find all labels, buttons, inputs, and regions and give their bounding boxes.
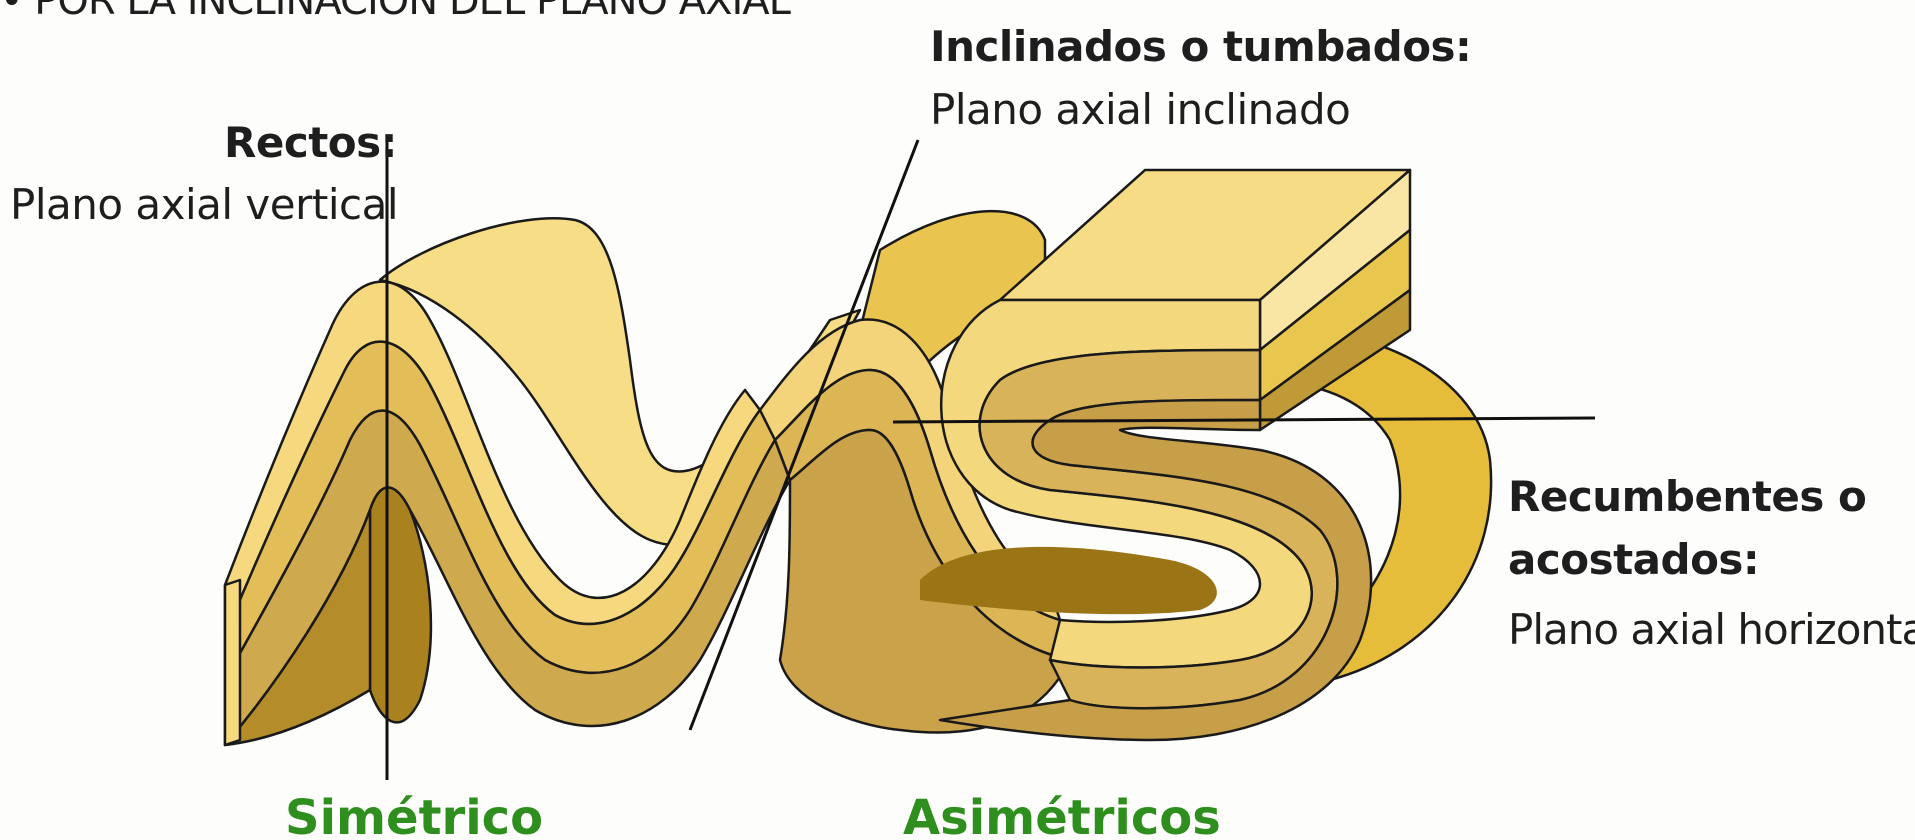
inclined-axial-plane-line — [688, 139, 920, 731]
rectos-label-title: Rectos: — [224, 118, 397, 167]
recumbentes-label-description: Plano axial horizontal — [1508, 605, 1915, 654]
rectos-label-description: Plano axial vertical — [10, 180, 399, 229]
symmetric-caption: Simétrico — [285, 790, 544, 840]
recumbentes-label-title-line-2: acostados: — [1508, 535, 1760, 584]
asymmetric-caption: Asimétricos — [903, 790, 1221, 840]
symmetric-fold-left-edge — [223, 578, 242, 747]
recumbent-fold-underside-shadow — [920, 546, 1217, 615]
horizontal-axial-plane-line — [892, 416, 1596, 424]
symmetric-fold-block — [223, 217, 862, 747]
recumbent-fold-back-surface — [1248, 327, 1493, 682]
page-title: • POR LA INCLINACIÓN DEL PLANO AXIAL — [0, 0, 791, 24]
recumbent-fold-inner-layer — [938, 398, 1373, 742]
recumbent-fold-block — [920, 168, 1493, 742]
inclinados-label-description: Plano axial inclinado — [930, 85, 1351, 134]
recumbentes-label-title-line-1: Recumbentes o — [1508, 472, 1867, 521]
symmetric-fold-base-shadow — [223, 508, 372, 747]
inclinados-label-title: Inclinados o tumbados: — [930, 22, 1472, 71]
symmetric-fold-core-shadow — [368, 486, 433, 724]
